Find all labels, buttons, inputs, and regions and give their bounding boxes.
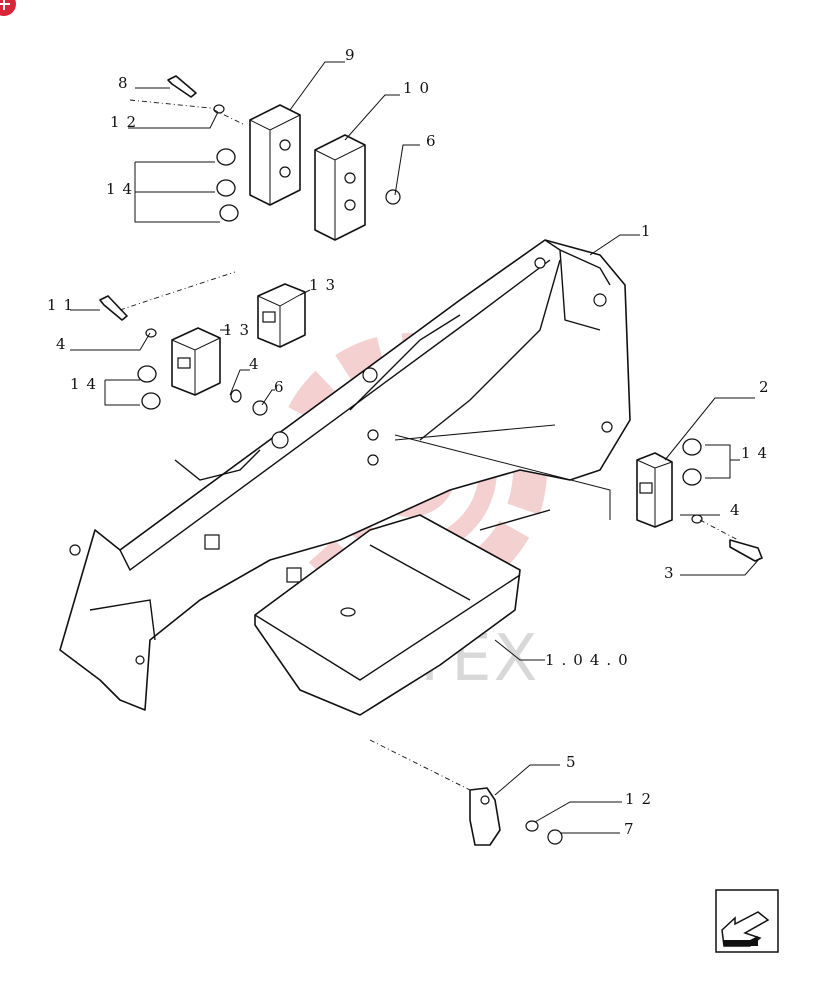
nut-6 <box>385 189 401 205</box>
washer-4-mid <box>230 389 242 403</box>
springs-14-top <box>216 148 239 222</box>
clamp-block-13a <box>257 283 306 348</box>
callout-4-right: 4 <box>730 501 747 519</box>
nut-7 <box>547 829 563 845</box>
callout-12-top: 12 <box>110 113 143 131</box>
clamp-block-9 <box>249 104 301 206</box>
callout-6-top: 6 <box>426 132 443 150</box>
callout-13-mid: 13 <box>223 321 256 339</box>
bolt-3 <box>729 539 763 562</box>
callout-4-left: 4 <box>56 335 73 353</box>
callout-10: 10 <box>403 79 436 97</box>
callout-7: 7 <box>624 820 641 838</box>
washer-12 <box>213 104 225 114</box>
main-frame <box>59 239 631 711</box>
washer-12-bottom <box>525 820 539 832</box>
callout-14-right: 14 <box>741 444 774 462</box>
callout-13-top: 13 <box>309 276 342 294</box>
clamp-block-13b <box>171 327 221 396</box>
bolt-8 <box>167 75 197 98</box>
washer-4-right <box>691 514 703 524</box>
callout-1: 1 <box>641 222 658 240</box>
arrow-back-icon[interactable] <box>715 889 779 953</box>
callout-12-bottom: 12 <box>625 790 658 808</box>
callout-11: 11 <box>47 296 80 314</box>
callout-6-mid: 6 <box>274 378 291 396</box>
callout-5: 5 <box>566 753 583 771</box>
callout-14-mid: 14 <box>70 375 103 393</box>
callout-9: 9 <box>345 46 362 64</box>
springs-14-right <box>682 438 702 486</box>
callout-labels: 1 2 3 4 4 4 5 6 6 7 8 9 10 11 12 12 13 1… <box>47 46 776 838</box>
callout-ref-1040: 1.04.0 <box>545 651 635 669</box>
nut-6-mid <box>252 400 268 416</box>
callout-8: 8 <box>118 74 135 92</box>
springs-14-mid <box>137 365 161 410</box>
clip-5 <box>469 787 501 846</box>
lower-housing <box>254 509 551 716</box>
callout-2: 2 <box>759 378 776 396</box>
washer-4 <box>145 328 157 338</box>
callout-4-mid: 4 <box>249 355 266 373</box>
leader-lines <box>70 61 761 834</box>
corner-badge <box>0 0 16 16</box>
callout-14-top: 14 <box>106 180 139 198</box>
bracket-2 <box>636 452 673 528</box>
callout-3: 3 <box>664 564 681 582</box>
bolt-11 <box>99 295 128 321</box>
clamp-block-10 <box>314 134 366 241</box>
